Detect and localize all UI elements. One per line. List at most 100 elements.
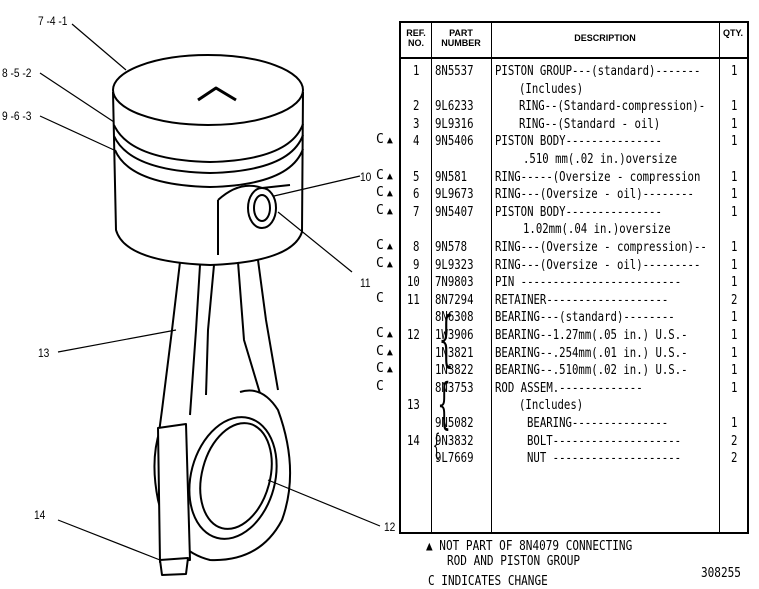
cap-bolt	[157, 423, 191, 563]
ref-cell: 8	[413, 240, 420, 255]
part-number-cell: 9N578	[435, 240, 468, 255]
piston-connecting-rod-illustration	[39, 23, 381, 576]
qty-cell: 1	[731, 257, 738, 273]
header-part-number: PART NUMBER	[441, 28, 481, 48]
leader-13	[57, 329, 177, 353]
qty-cell: 1	[731, 328, 738, 343]
change-marker: C	[376, 290, 387, 308]
change-flag: C	[376, 326, 384, 341]
qty-cell: 1	[731, 275, 738, 291]
ref-cell: 10	[407, 275, 420, 291]
piston-crown-arrow	[197, 86, 237, 102]
ref-cell: 14	[407, 433, 420, 449]
part-number-cell: 8N3753	[435, 380, 474, 396]
part-number-cell: 9N581	[435, 169, 468, 185]
description-cell: 1.02mm(.04 in.)oversize	[523, 222, 671, 238]
pin-boss	[217, 184, 291, 255]
triangle-icon: ▲	[386, 170, 393, 182]
table-header: REF. NO. PART NUMBER DESCRIPTION QTY.	[401, 23, 747, 59]
ref-cell: 7	[413, 204, 420, 220]
ref-cell: 12	[407, 328, 420, 343]
triangle-icon: ▲	[386, 205, 393, 217]
leader-11	[277, 211, 353, 273]
change-flag: C	[376, 202, 384, 218]
group-brace-12: {	[438, 304, 454, 374]
triangle-icon: ▲	[386, 364, 393, 376]
description-cell: RING---(Oversize - oil)---------	[495, 257, 701, 273]
callout-9-6-3: 9 -6 -3	[2, 109, 32, 123]
description-cell: BOLT--------------------	[527, 433, 682, 449]
part-number-cell: 8N6308	[435, 310, 474, 326]
table-row: 12 1W3906 BEARING--1.27mm(.05 in.) U.S.- 1	[401, 327, 747, 344]
triangle-icon: ▲	[386, 329, 393, 340]
callout-13: 13	[38, 346, 50, 360]
change-marker: C▲	[376, 343, 393, 361]
callout-14: 14	[34, 508, 46, 522]
change-flag: C	[376, 343, 384, 359]
change-flag: C	[376, 167, 384, 183]
bearing-shell	[199, 422, 273, 530]
part-number-cell: 1N3822	[435, 363, 474, 379]
description-cell: BEARING--1.27mm(.05 in.) U.S.-	[495, 328, 688, 343]
change-marker	[376, 79, 379, 97]
change-marker: C▲	[376, 255, 393, 273]
part-number-cell: 1W3906	[435, 328, 474, 343]
rod-web	[189, 264, 201, 416]
header-description: DESCRIPTION	[574, 33, 636, 43]
qty-cell: 1	[731, 416, 738, 431]
part-number-cell: 9N5406	[435, 134, 474, 150]
part-number-cell: 7N9803	[435, 275, 474, 291]
ref-cell: 11	[407, 292, 420, 308]
table-row: (Includes)	[401, 81, 747, 98]
pin-bore	[247, 187, 277, 229]
change-flag: C	[376, 255, 384, 271]
header-qty: QTY.	[722, 28, 743, 38]
part-number-cell: 9L9316	[435, 116, 474, 132]
note-change-indicator: C INDICATES CHANGE	[428, 574, 548, 589]
change-marker	[376, 413, 379, 431]
piston-ring-1	[113, 123, 304, 163]
qty-cell: 1	[731, 240, 738, 255]
group-brace-13: {	[437, 372, 452, 435]
change-marker	[376, 114, 379, 132]
table-row: 13 (Includes)	[401, 397, 747, 414]
change-marker: C▲	[376, 360, 393, 378]
description-cell: ROD ASSEM.-------------	[495, 380, 643, 396]
leader-1	[71, 23, 127, 71]
ref-cell: 13	[407, 398, 420, 414]
description-cell: PISTON GROUP---(standard)-------	[495, 64, 701, 79]
part-number-cell: 8N7294	[435, 292, 474, 308]
description-cell: BEARING--.510mm(.02 in.) U.S.-	[495, 363, 688, 379]
part-number-cell: 9N5082	[435, 416, 474, 431]
column-divider	[431, 23, 432, 532]
change-marker	[376, 96, 379, 114]
qty-cell: 1	[731, 345, 738, 361]
triangle-icon: ▲	[386, 258, 393, 270]
rod-shank	[157, 259, 279, 441]
change-marker	[376, 431, 379, 449]
description-cell: (Includes)	[519, 398, 584, 414]
part-number-cell: 9N3832	[435, 433, 474, 449]
callout-11: 11	[360, 276, 371, 290]
note-not-part: ▲ NOT PART OF 8N4079 CONNECTING	[426, 539, 632, 554]
description-cell: NUT --------------------	[527, 451, 682, 467]
column-divider	[491, 23, 492, 532]
change-flag: C	[376, 238, 384, 253]
change-marker: C▲	[376, 184, 393, 202]
callout-8-5-2: 8 -5 -2	[2, 66, 32, 80]
qty-cell: 1	[731, 169, 738, 185]
qty-cell: 1	[731, 134, 738, 150]
description-cell: BEARING--.254mm(.01 in.) U.S.-	[495, 345, 688, 361]
big-end-bore	[188, 416, 278, 540]
note-line-2: ROD AND PISTON GROUP	[447, 554, 581, 569]
group-brace-14: {	[432, 428, 441, 463]
change-marker: C▲	[376, 325, 393, 343]
change-marker: C▲	[376, 131, 393, 149]
